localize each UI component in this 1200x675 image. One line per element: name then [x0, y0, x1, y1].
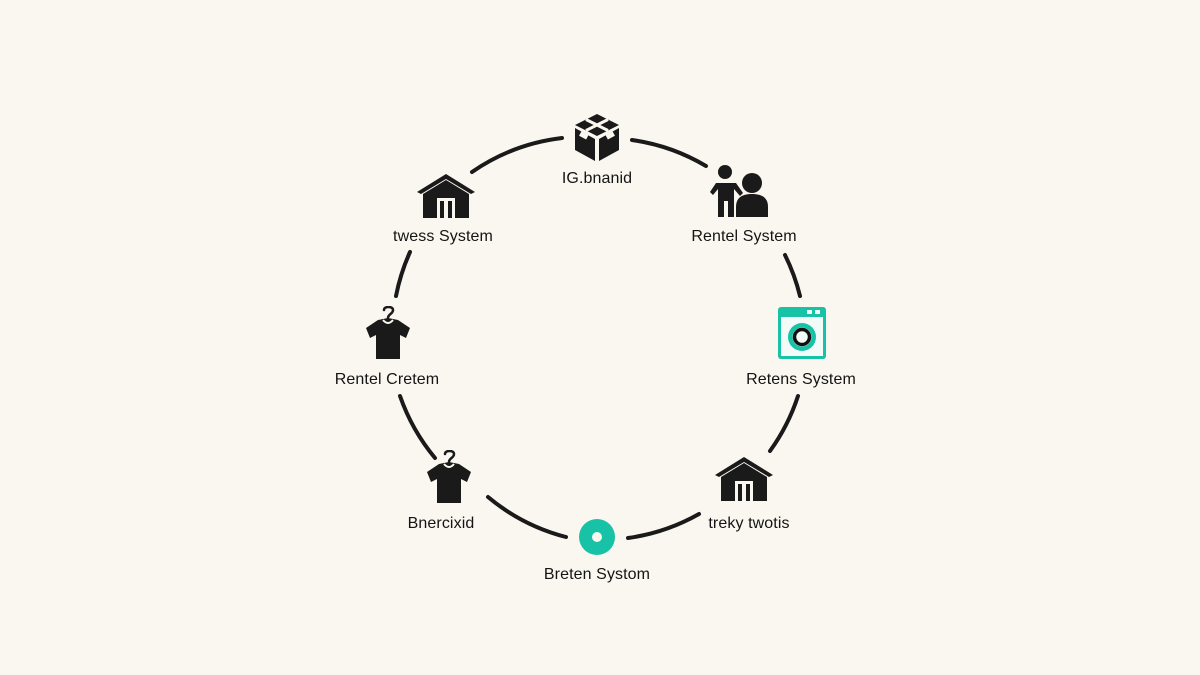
ring-arc-top-left [470, 136, 564, 174]
ring-arc-bottom-left [486, 495, 568, 539]
house-icon [715, 457, 773, 501]
people-icon [710, 165, 768, 217]
house-icon [417, 174, 475, 218]
node-bottom-label: Breten Systom [543, 566, 651, 583]
node-bottom-right-label: treky twotis [708, 515, 790, 532]
ring-arc-right-lower [768, 394, 800, 453]
box-icon [575, 114, 619, 161]
node-right-label: Retens System [746, 371, 856, 388]
node-top-left-label: twess System [393, 228, 493, 245]
node-top-label: IG.bnanid [561, 170, 633, 187]
washing-machine-icon [778, 307, 826, 359]
node-top-right-label: Rentel System [691, 228, 797, 245]
shirt-hanger-icon [366, 306, 410, 359]
shirt-hanger-icon [427, 450, 471, 503]
ring-arc-bottom-right [626, 512, 701, 540]
ring-arc-left-lower [398, 394, 437, 460]
ring-arc-top-right [630, 138, 708, 168]
ring-arc-right-upper [783, 253, 802, 298]
ring-arc-left-upper [394, 250, 412, 298]
node-bottom-left-label: Bnercixid [407, 515, 475, 532]
node-left-label: Rentel Cretem [334, 371, 440, 388]
ring-icon [579, 519, 615, 555]
